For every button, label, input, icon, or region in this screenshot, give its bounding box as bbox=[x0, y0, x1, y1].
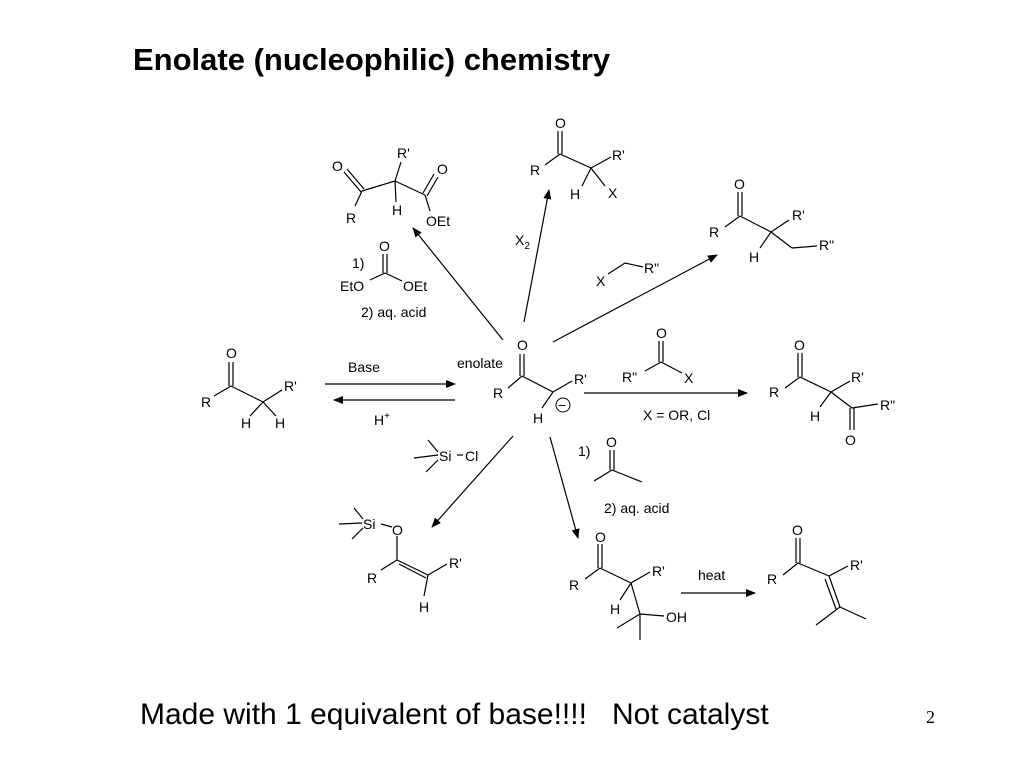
atom-r: R bbox=[367, 570, 377, 586]
step-1-label: 1) bbox=[352, 255, 364, 271]
atom-o: O bbox=[226, 345, 237, 361]
atom-o: O bbox=[392, 522, 403, 538]
atom-o: O bbox=[379, 238, 390, 254]
atom-r: R bbox=[569, 577, 579, 593]
atom-h: H bbox=[570, 186, 580, 202]
atom-r-prime: R' bbox=[792, 207, 805, 223]
atom-r: R bbox=[201, 394, 211, 410]
enolate-center: enolate O R R' H − bbox=[457, 337, 587, 426]
atom-r-prime: R' bbox=[397, 145, 410, 161]
heat-label: heat bbox=[698, 567, 725, 583]
step-2-label: 2) aq. acid bbox=[604, 500, 669, 516]
atom-o: O bbox=[845, 432, 856, 448]
atom-h: H bbox=[275, 415, 285, 431]
atom-r: R bbox=[493, 385, 503, 401]
atom-x: X bbox=[684, 370, 694, 386]
product-enone: O R R' bbox=[767, 522, 867, 626]
atom-h: H bbox=[533, 410, 543, 426]
atom-h: H bbox=[241, 415, 251, 431]
step-1-label: 1) bbox=[578, 443, 590, 459]
atom-r-prime: R' bbox=[851, 369, 864, 385]
reagent-alkyl-halide: X R" bbox=[596, 260, 659, 289]
atom-r-prime: R' bbox=[612, 147, 625, 163]
product-ketoester: O R R' H O OEt bbox=[332, 145, 450, 229]
arrow-to-alkylated bbox=[552, 254, 718, 343]
atom-cl: Cl bbox=[465, 448, 478, 464]
atom-r-prime: R' bbox=[449, 555, 462, 571]
arrow-to-silyl-enol-ether bbox=[431, 435, 514, 528]
atom-h: H bbox=[392, 202, 402, 218]
atom-r-prime: R' bbox=[284, 378, 297, 394]
atom-oet: OEt bbox=[426, 213, 450, 229]
atom-x: X bbox=[608, 185, 618, 201]
footer-note: Made with 1 equivalent of base!!!! Not c… bbox=[140, 698, 769, 731]
atom-si: Si bbox=[439, 448, 451, 464]
atom-o: O bbox=[792, 522, 803, 538]
product-aldol: O R R' H OH bbox=[569, 529, 687, 640]
atom-r: R bbox=[767, 571, 777, 587]
product-alkylated-ketone: O R R' H R" bbox=[709, 176, 834, 265]
atom-r-prime: R' bbox=[652, 563, 665, 579]
atom-eto: EtO bbox=[340, 278, 364, 294]
product-1-3-diketone: O R R' H R" O bbox=[769, 337, 895, 448]
arrow-to-malonate bbox=[412, 227, 504, 341]
reagent-acetone: 1) O 2) aq. acid bbox=[578, 434, 669, 516]
atom-o: O bbox=[332, 158, 343, 174]
product-silyl-enol-ether: Si O R R' H bbox=[338, 507, 462, 615]
arrow-to-aldol bbox=[549, 436, 580, 539]
atom-r-double-prime: R" bbox=[644, 260, 659, 276]
base-label: Base bbox=[348, 359, 380, 375]
enolate-label: enolate bbox=[457, 355, 503, 371]
atom-r-double-prime: R" bbox=[819, 237, 834, 253]
atom-r: R bbox=[709, 224, 719, 240]
atom-o: O bbox=[555, 115, 566, 131]
atom-r-double-prime: R" bbox=[880, 397, 895, 413]
arrow-to-halo-ketone bbox=[523, 189, 552, 323]
product-alpha-halo-ketone: O R R' H X bbox=[530, 115, 625, 202]
h-plus-label: H+ bbox=[374, 411, 390, 428]
atom-o: O bbox=[517, 337, 528, 353]
atom-h: H bbox=[810, 408, 820, 424]
slide-number: 2 bbox=[926, 707, 935, 727]
atom-r-double-prime: R" bbox=[622, 369, 637, 385]
atom-o: O bbox=[595, 529, 606, 545]
x2-label: X2 bbox=[515, 232, 530, 252]
atom-si: Si bbox=[363, 516, 375, 532]
step-2-label: 2) aq. acid bbox=[361, 304, 426, 320]
atom-r-prime: R' bbox=[850, 557, 863, 573]
atom-r: R bbox=[346, 210, 356, 226]
atom-x: X bbox=[596, 273, 606, 289]
negative-charge bbox=[555, 397, 571, 413]
minus-sign: − bbox=[558, 397, 566, 413]
atom-o: O bbox=[437, 161, 448, 177]
atom-o: O bbox=[734, 176, 745, 192]
atom-h: H bbox=[749, 249, 759, 265]
atom-h: H bbox=[610, 601, 620, 617]
atom-r-prime: R' bbox=[574, 371, 587, 387]
page-title: Enolate (nucleophilic) chemistry bbox=[133, 42, 611, 77]
reagent-acyl: O R" X X = OR, Cl bbox=[622, 325, 710, 423]
reagent-diethyl-carbonate: 1) O EtO OEt 2) aq. acid bbox=[340, 238, 427, 320]
reagent-tmscl: Si Cl bbox=[413, 439, 478, 473]
atom-h: H bbox=[419, 599, 429, 615]
atom-r: R bbox=[530, 162, 540, 178]
atom-o: O bbox=[794, 337, 805, 353]
atom-o: O bbox=[656, 325, 667, 341]
x-definition-label: X = OR, Cl bbox=[643, 407, 710, 423]
atom-o: O bbox=[606, 434, 617, 450]
atom-r: R bbox=[769, 384, 779, 400]
atom-oh: OH bbox=[666, 609, 687, 625]
starting-ketone: O R R' H H bbox=[201, 345, 297, 431]
atom-oet: OEt bbox=[403, 278, 427, 294]
